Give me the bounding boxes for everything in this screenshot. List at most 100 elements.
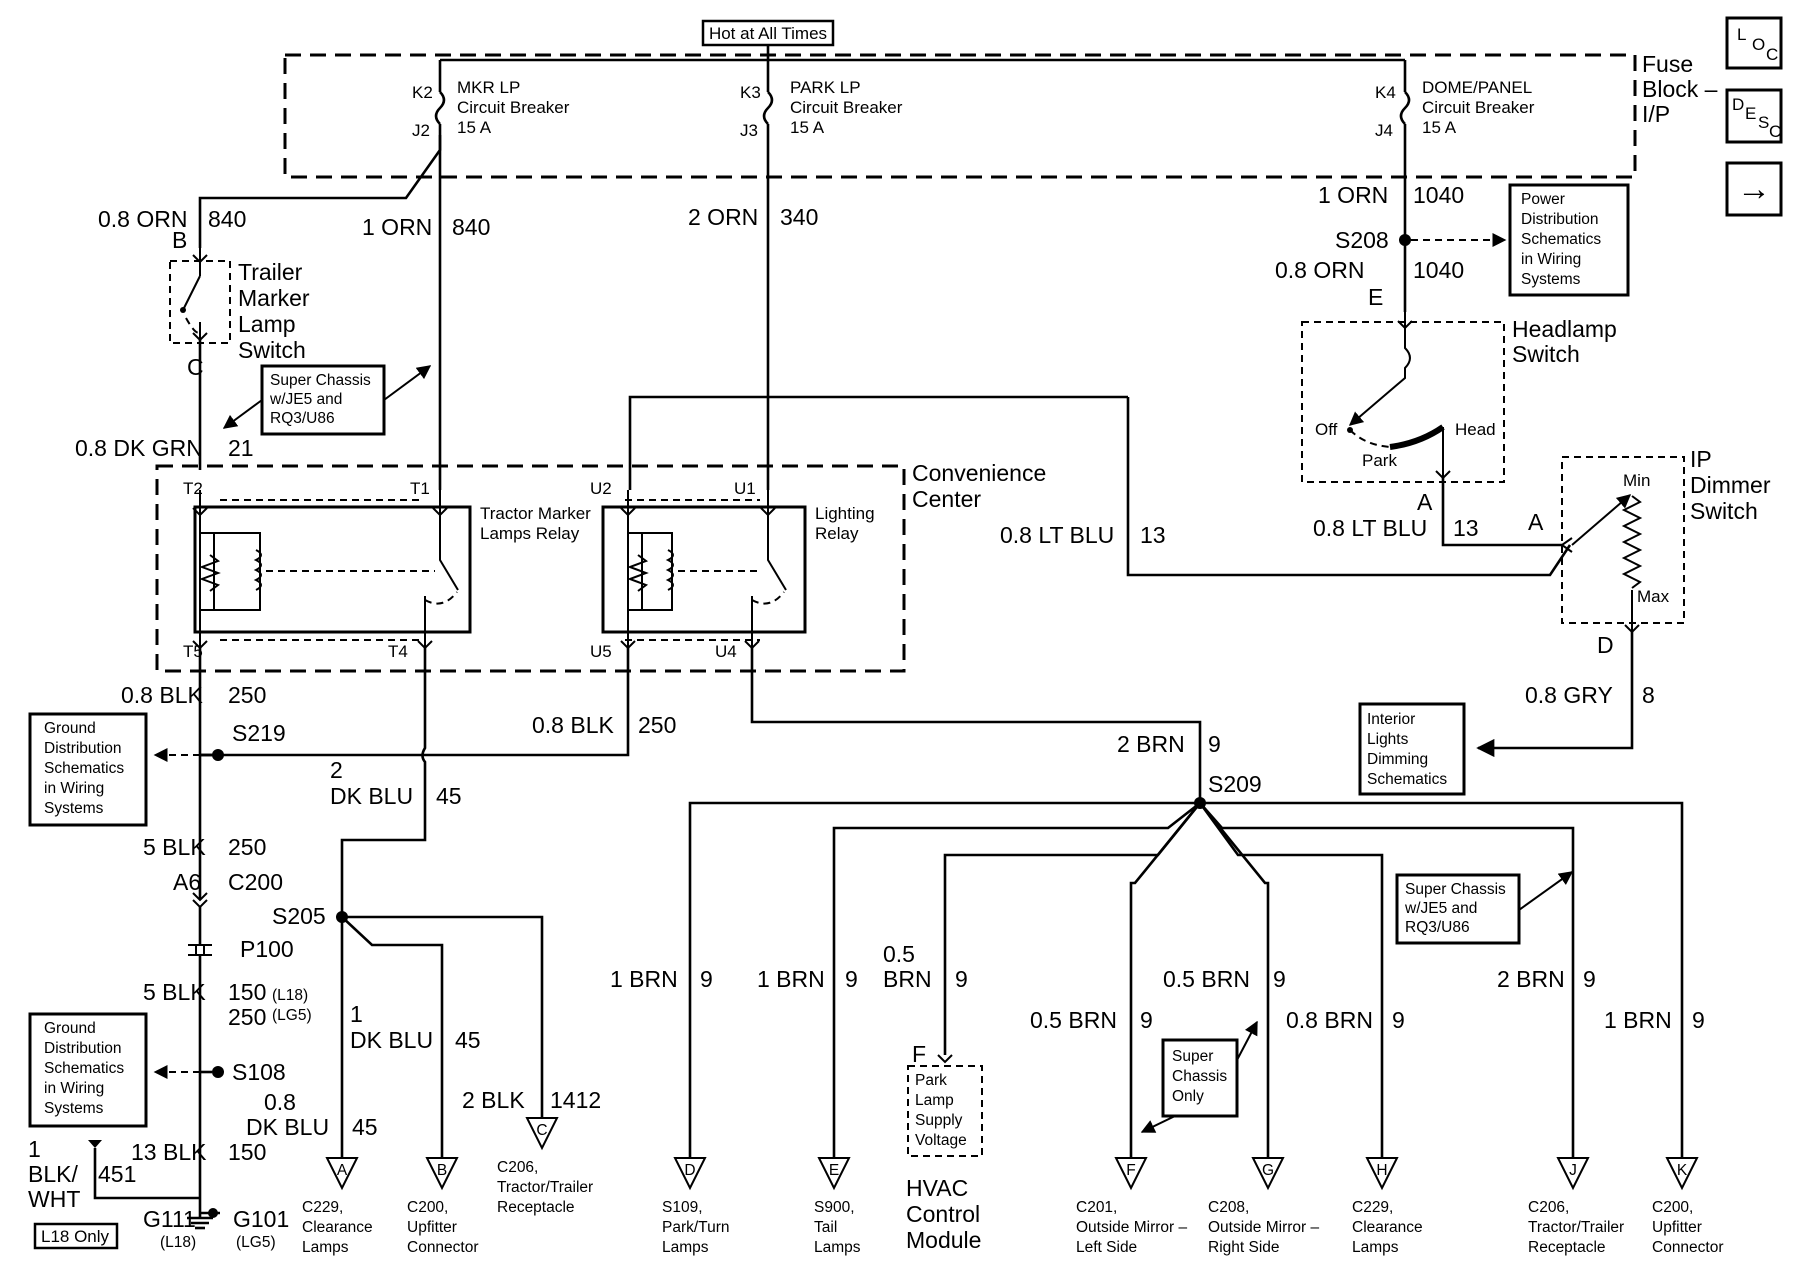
ground-distribution-note-1[interactable]: Ground Distribution Schematics in Wiring… <box>28 712 148 827</box>
terminal-label: A6 <box>173 869 201 895</box>
wire-label: 840 <box>452 214 490 240</box>
power-distribution-note[interactable]: Power Distribution Schematics in Wiring … <box>1508 183 1630 297</box>
svg-text:Trailer: Trailer <box>238 259 303 285</box>
wire-label: 1040 <box>1413 257 1464 283</box>
connector-b[interactable]: B C200, Upfitter Connector <box>407 1157 479 1256</box>
ip-dimmer-outline <box>1561 456 1685 624</box>
loc-icon[interactable]: L O C <box>1725 16 1783 70</box>
hot-at-all-times-label: Hot at All Times <box>701 19 835 47</box>
svg-text:Park: Park <box>915 1072 947 1089</box>
next-arrow-icon[interactable]: → <box>1725 161 1783 217</box>
interior-lights-dimming-note[interactable]: Interior Lights Dimming Schematics <box>1358 702 1466 796</box>
wire-label: DK BLU <box>330 783 413 809</box>
svg-text:Lamps: Lamps <box>662 1239 709 1256</box>
wire-label: 21 <box>228 435 254 461</box>
svg-text:C206,: C206, <box>497 1159 538 1176</box>
connector-g[interactable]: G C208, Outside Mirror – Right Side <box>1208 1157 1319 1256</box>
svg-text:Clearance: Clearance <box>1352 1219 1423 1236</box>
connector-j[interactable]: J C206, Tractor/Trailer Receptacle <box>1528 1157 1624 1256</box>
wire-label: DK BLU <box>350 1027 433 1053</box>
wire-label: 1 BRN <box>610 966 678 992</box>
svg-text:in Wiring: in Wiring <box>1521 251 1581 268</box>
svg-text:C206,: C206, <box>1528 1199 1569 1216</box>
svg-text:Dimming: Dimming <box>1367 751 1428 768</box>
svg-text:Schematics: Schematics <box>44 760 124 777</box>
svg-text:Super Chassis: Super Chassis <box>270 372 371 389</box>
wire-label: 0.5 BRN <box>1030 1007 1117 1033</box>
svg-text:Module: Module <box>906 1227 981 1253</box>
svg-text:MKR LP: MKR LP <box>457 78 520 97</box>
svg-text:O: O <box>1752 35 1765 54</box>
wire-label: BRN <box>883 966 932 992</box>
wire-label: 9 <box>1273 966 1286 992</box>
super-chassis-note-2[interactable]: Super Chassis w/JE5 and RQ3/U86 <box>1395 873 1521 945</box>
wire-label: 250 <box>228 1004 266 1030</box>
wire-label: DK BLU <box>246 1114 329 1140</box>
wire-label: 0.8 BLK <box>532 712 614 738</box>
svg-text:Dimmer: Dimmer <box>1690 472 1771 498</box>
terminal-label: U4 <box>715 642 737 661</box>
svg-text:Hot at All Times: Hot at All Times <box>709 24 827 43</box>
svg-text:Distribution: Distribution <box>44 1040 122 1057</box>
svg-text:K2: K2 <box>412 83 433 102</box>
wire-label: 45 <box>352 1114 378 1140</box>
wire-label: 0.8 ORN <box>1275 257 1364 283</box>
svg-text:J3: J3 <box>740 121 758 140</box>
svg-text:Control: Control <box>906 1201 980 1227</box>
splice-s208 <box>1399 234 1411 246</box>
svg-text:Switch: Switch <box>1512 341 1580 367</box>
wire-label: 5 BLK <box>143 834 206 860</box>
wire-label: 0.8 LT BLU <box>1000 522 1114 548</box>
connector-k[interactable]: K C200, Upfitter Connector <box>1652 1157 1724 1256</box>
svg-text:C200,: C200, <box>1652 1199 1693 1216</box>
mkr-lp-breaker: K2 J2 MKR LP Circuit Breaker 15 A <box>412 60 570 140</box>
svg-text:Only: Only <box>1172 1088 1204 1105</box>
svg-text:S: S <box>1758 113 1769 132</box>
svg-text:Lamp: Lamp <box>915 1092 954 1109</box>
svg-text:Circuit Breaker: Circuit Breaker <box>1422 98 1535 117</box>
connectors: A C229, Clearance Lamps B C200, Upfitter… <box>302 1117 1724 1256</box>
l18-only-note[interactable]: L18 Only <box>33 1222 119 1250</box>
svg-text:Left Side: Left Side <box>1076 1239 1137 1256</box>
svg-text:C: C <box>1766 45 1778 64</box>
terminal-label: U1 <box>734 479 756 498</box>
svg-text:C: C <box>536 1122 547 1139</box>
terminal-label: T1 <box>410 479 430 498</box>
ground-distribution-note-2[interactable]: Ground Distribution Schematics in Wiring… <box>28 1012 148 1128</box>
dimmer-max-label: Max <box>1637 587 1670 606</box>
svg-text:in Wiring: in Wiring <box>44 1080 104 1097</box>
svg-text:RQ3/U86: RQ3/U86 <box>270 410 335 427</box>
super-chassis-only-note[interactable]: Super Chassis Only <box>1161 1038 1239 1118</box>
wire-label: 45 <box>436 783 462 809</box>
svg-text:Tractor/Trailer: Tractor/Trailer <box>1528 1219 1624 1236</box>
svg-text:Lighting: Lighting <box>815 504 875 523</box>
connector-d[interactable]: D S109, Park/Turn Lamps <box>662 1157 729 1256</box>
svg-text:C208,: C208, <box>1208 1199 1249 1216</box>
svg-text:C: C <box>1769 122 1781 141</box>
svg-text:G: G <box>1262 1162 1274 1179</box>
svg-text:Lamp: Lamp <box>238 311 296 337</box>
svg-text:Circuit Breaker: Circuit Breaker <box>790 98 903 117</box>
svg-text:DOME/PANEL: DOME/PANEL <box>1422 78 1532 97</box>
desc-icon[interactable]: D E S C <box>1725 88 1783 144</box>
wire-label: 1412 <box>550 1087 601 1113</box>
wire-label: WHT <box>28 1186 80 1212</box>
wire-label: 2 BRN <box>1117 731 1185 757</box>
svg-text:S900,: S900, <box>814 1199 855 1216</box>
connector-f[interactable]: F C201, Outside Mirror – Left Side <box>1076 1157 1187 1256</box>
wire-label: 9 <box>1208 731 1221 757</box>
connector-h[interactable]: H C229, Clearance Lamps <box>1352 1157 1423 1256</box>
switch-position-park: Park <box>1362 451 1397 470</box>
connector-c[interactable]: C C206, Tractor/Trailer Receptacle <box>497 1117 593 1216</box>
svg-text:Distribution: Distribution <box>44 740 122 757</box>
wire-label: 840 <box>208 206 246 232</box>
svg-text:Convenience: Convenience <box>912 460 1046 486</box>
connector-e[interactable]: E S900, Tail Lamps <box>814 1157 861 1256</box>
svg-text:Lamps: Lamps <box>302 1239 349 1256</box>
svg-text:K4: K4 <box>1375 83 1396 102</box>
super-chassis-note-1[interactable]: Super Chassis w/JE5 and RQ3/U86 <box>260 364 386 436</box>
convenience-center-label: Convenience Center <box>912 460 1046 512</box>
wire-label: 9 <box>1583 966 1596 992</box>
connector-a[interactable]: A C229, Clearance Lamps <box>302 1157 373 1256</box>
wire-label: (LG5) <box>272 1007 312 1024</box>
